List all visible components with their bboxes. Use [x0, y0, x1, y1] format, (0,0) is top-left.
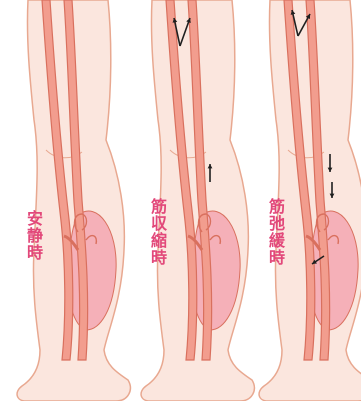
label-rest: 安静時 — [24, 210, 42, 261]
label-muscle-contraction: 筋収縮時 — [148, 198, 166, 266]
leg-panel-rest — [17, 0, 130, 401]
label-muscle-relaxation: 筋弛緩時 — [266, 198, 284, 266]
